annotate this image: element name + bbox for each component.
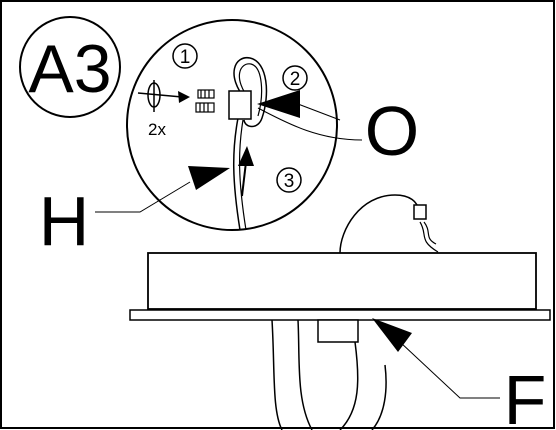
screw-icon	[195, 89, 215, 113]
lamp-fixture	[129, 194, 551, 430]
suspension-wire	[339, 194, 419, 254]
callout-o: O	[365, 92, 419, 170]
callout-f: F	[504, 361, 547, 430]
arrow-icon	[137, 91, 190, 103]
step-label: A3	[28, 31, 111, 107]
leader-line-h	[95, 181, 191, 213]
detail-view: 1 2 3 2x	[126, 19, 341, 231]
mount-bracket	[317, 319, 359, 343]
arrow-up-icon	[238, 146, 254, 166]
lamp-housing	[147, 252, 537, 310]
step-1-marker	[172, 43, 198, 69]
wire-loop	[232, 57, 268, 231]
step-3-number: 3	[284, 171, 295, 192]
step-badge: A3	[19, 16, 121, 118]
leader-line-o	[257, 107, 363, 141]
step-badge-circle	[19, 16, 121, 118]
step-3-marker	[276, 167, 302, 193]
step-2-number: 2	[290, 69, 301, 90]
callout-h: H	[39, 182, 90, 260]
wire-connector-small	[413, 204, 427, 220]
wire-connector	[228, 90, 252, 120]
arrow-to-wire	[188, 166, 230, 190]
wire-loop-inner	[238, 63, 263, 231]
lamp-flange	[129, 309, 551, 321]
leader-line-f	[399, 341, 500, 399]
suspension-wire-end	[419, 221, 439, 253]
arrow-to-flange	[372, 318, 412, 352]
ceiling-support	[271, 319, 387, 430]
step-1-number: 1	[180, 47, 191, 68]
screw-quantity: 2x	[148, 120, 166, 139]
arrow-to-connector	[257, 90, 300, 118]
step-2-marker	[282, 65, 308, 91]
